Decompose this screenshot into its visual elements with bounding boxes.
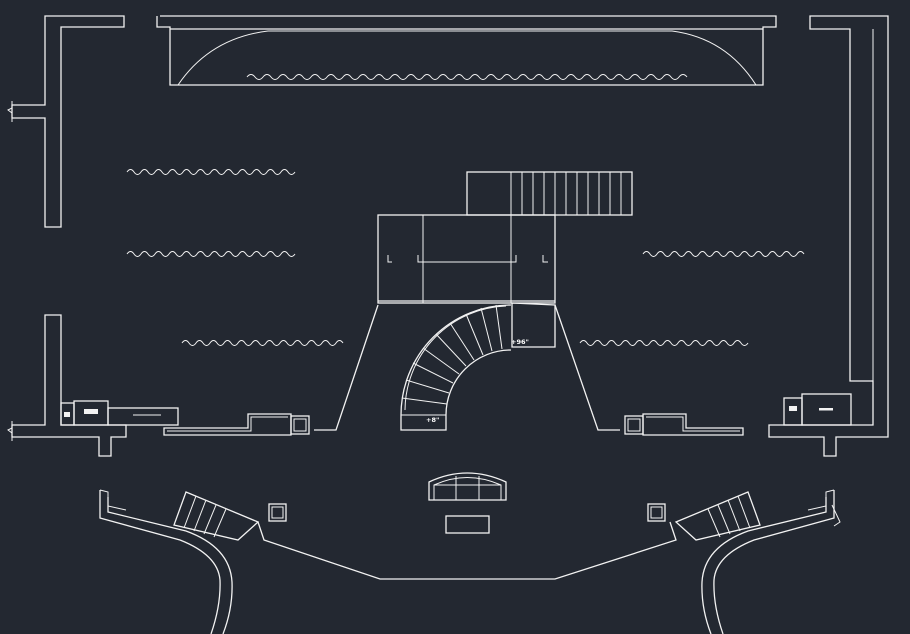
front-stage-left-curve xyxy=(99,490,221,634)
left-stage-riser xyxy=(163,413,310,436)
stair-start-dimension: +8" xyxy=(426,416,439,424)
central-platform xyxy=(377,214,556,304)
front-stage-right-curve xyxy=(713,490,835,634)
upper-landing-dimension: +96" xyxy=(511,338,529,346)
curved-stair xyxy=(400,302,556,431)
top-screen-arc xyxy=(177,30,757,86)
top-curtain-wave xyxy=(246,74,688,80)
right-outer-wall xyxy=(768,15,889,457)
curtain-wave-left-3 xyxy=(181,340,344,346)
left-front-connector xyxy=(99,489,127,511)
center-low-table xyxy=(445,515,490,534)
curtain-wave-left-2 xyxy=(126,251,296,257)
right-side-steps xyxy=(674,491,761,541)
left-side-steps xyxy=(173,491,260,541)
curtain-wave-right-2 xyxy=(579,340,749,346)
front-stage-left-curve-inner xyxy=(107,497,233,634)
right-equipment-cabinet xyxy=(783,393,852,426)
front-left-column xyxy=(268,503,287,522)
left-lower-wall xyxy=(11,314,127,457)
front-stage-right-curve-inner xyxy=(701,497,827,634)
left-equipment-cabinet xyxy=(60,400,179,426)
front-right-column xyxy=(647,503,666,522)
left-upper-wall xyxy=(11,15,125,228)
curtain-wave-right-1 xyxy=(642,251,805,257)
stage-apron-right-edge xyxy=(554,304,620,431)
right-stage-riser xyxy=(624,413,744,436)
top-screen-frame xyxy=(156,15,777,86)
curtain-wave-left-1 xyxy=(126,169,296,175)
center-sofa xyxy=(428,472,507,501)
stage-apron-left-edge xyxy=(314,304,379,431)
right-front-connector xyxy=(807,489,841,527)
front-stage-edge xyxy=(257,521,677,580)
upper-straight-stair xyxy=(466,171,633,216)
left-upper-break-mark xyxy=(7,101,13,122)
left-lower-break-mark xyxy=(7,421,13,441)
